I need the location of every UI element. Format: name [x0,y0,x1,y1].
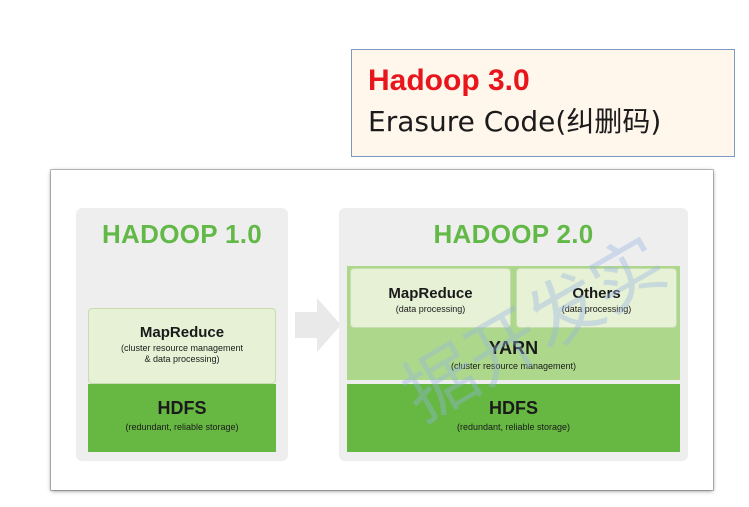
hadoop2-hdfs-label: HDFS [489,398,538,418]
title-erasure-code: Erasure Code(纠删码) [368,105,662,138]
hadoop1-mapreduce-sub: (cluster resource management & data proc… [120,343,244,364]
hadoop1-mapreduce-label: MapReduce [139,324,225,341]
hadoop2-others-label: Others [572,285,621,302]
hadoop1-hdfs-block: HDFS (redundant, reliable storage) [88,384,276,452]
hadoop2-yarn-text: YARN (cluster resource management) [347,338,680,378]
hadoop2-title: HADOOP 2.0 [433,219,594,249]
hadoop2-yarn-label: YARN [488,338,539,358]
hadoop2-card: HADOOP 2.0 MapReduce (data processing) O… [339,208,688,461]
diagram-panel: HADOOP 1.0 MapReduce (cluster resource m… [51,170,713,490]
hadoop1-hdfs-label: HDFS [157,398,207,418]
hadoop1-title: HADOOP 1.0 [101,219,262,249]
hadoop2-others-sub: (data processing) [561,304,632,314]
hadoop2-mapreduce-block: MapReduce (data processing) [350,268,511,328]
hadoop2-mapreduce-label: MapReduce [388,285,473,302]
hadoop1-hdfs-sub: (redundant, reliable storage) [125,422,239,432]
hadoop2-yarn-sub: (cluster resource management) [450,361,577,371]
arrow-icon [295,298,341,352]
hadoop1-card: HADOOP 1.0 MapReduce (cluster resource m… [76,208,288,461]
hadoop2-hdfs-sub: (redundant, reliable storage) [456,422,571,432]
title-hadoop-3: Hadoop 3.0 [368,64,530,97]
hadoop2-hdfs-block: HDFS (redundant, reliable storage) [347,384,680,452]
hadoop2-mapreduce-sub: (data processing) [395,304,466,314]
hadoop2-others-block: Others (data processing) [516,268,677,328]
hadoop1-mapreduce-block: MapReduce (cluster resource management &… [88,308,276,384]
title-box: Hadoop 3.0 Erasure Code(纠删码) [351,49,735,157]
